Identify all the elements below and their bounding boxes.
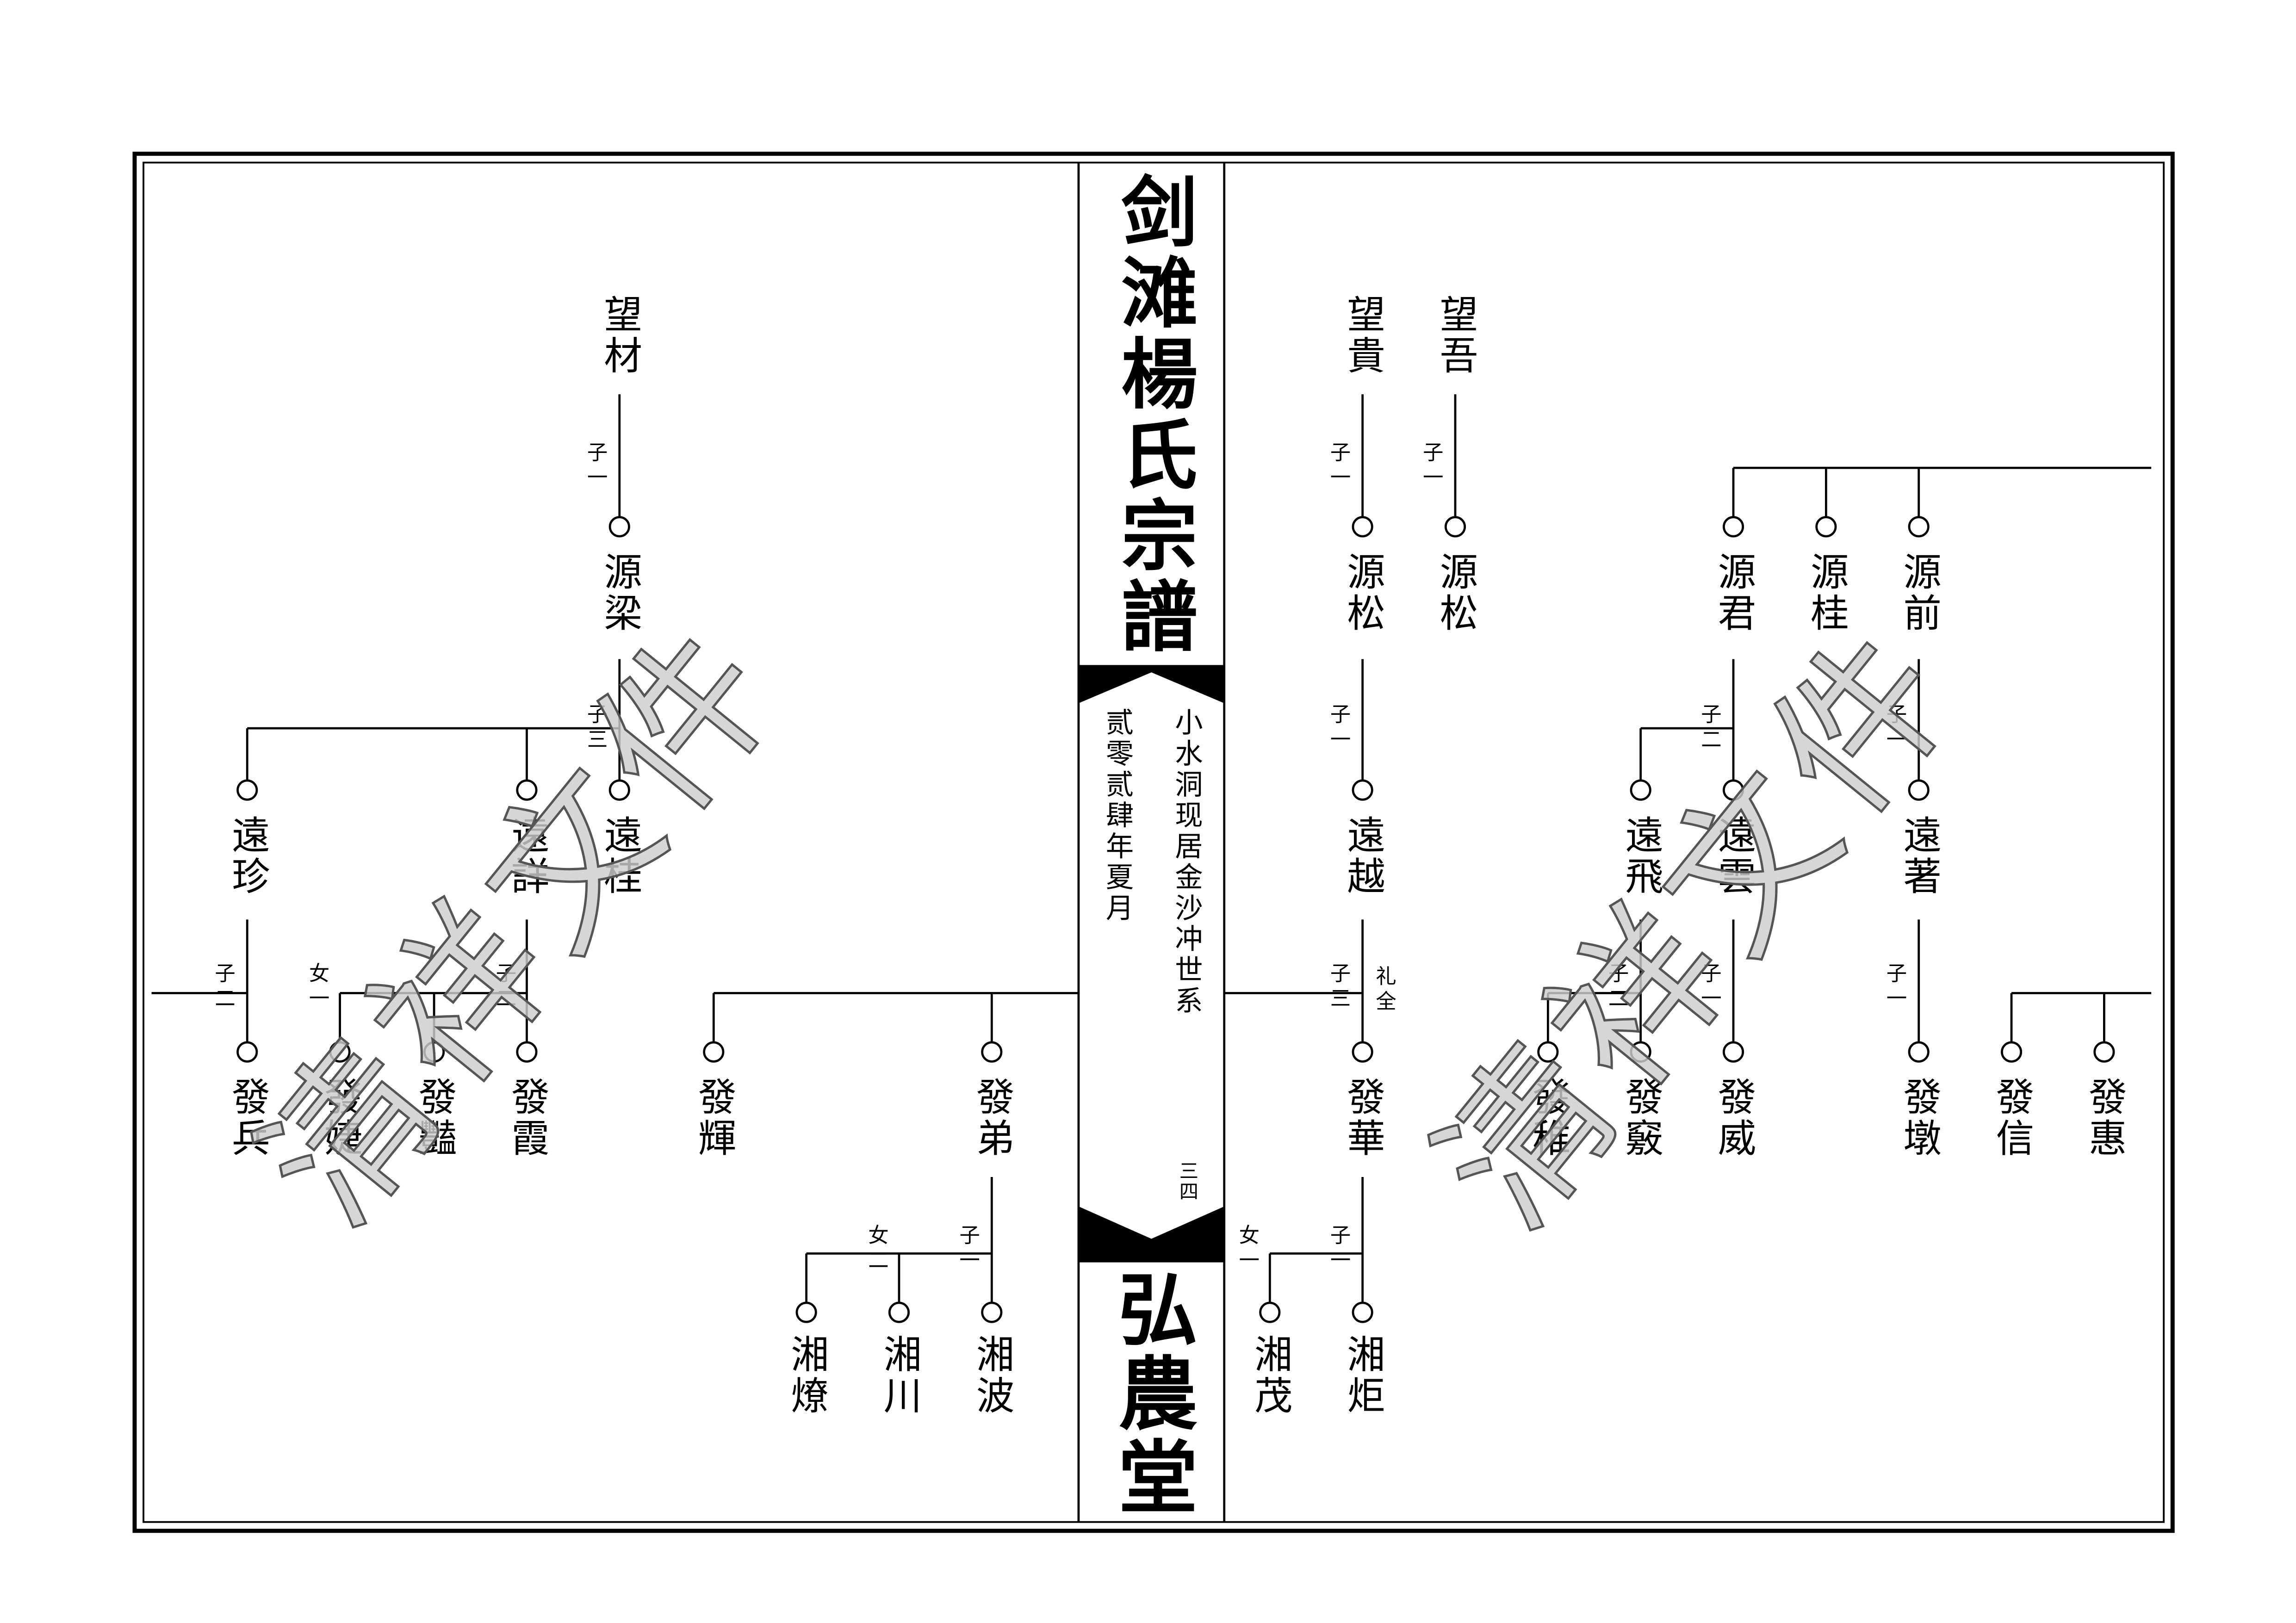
person-marker (1722, 1041, 1744, 1063)
person-marker (1444, 516, 1466, 538)
person-name: 望吾 (1433, 294, 1477, 377)
page-border-inner (143, 161, 2165, 1523)
person-name: 發霞 (504, 1077, 549, 1159)
person-marker (1908, 779, 1930, 801)
sons-count-label: 子一 (1883, 703, 1907, 754)
person-name: 望材 (597, 294, 642, 377)
person-marker (1630, 779, 1651, 801)
person-name: 遠飛 (1619, 815, 1663, 898)
person-marker (1630, 1041, 1651, 1063)
person-marker (1537, 1041, 1559, 1063)
person-name: 湘炬 (1340, 1334, 1385, 1417)
person-name: 發弟 (969, 1077, 1014, 1159)
person-marker (423, 1041, 445, 1063)
sons-count-label: 子二 (1698, 703, 1722, 754)
branch-line-text: 小水洞现居金沙冲世系 (1170, 707, 1203, 1017)
person-name: 發兵 (225, 1077, 269, 1159)
daughters-count-label: 女一 (1236, 1224, 1260, 1274)
person-marker (1908, 1041, 1930, 1063)
person-name: 望貴 (1340, 294, 1385, 377)
sons-count-label: 子三 (584, 703, 608, 754)
person-marker (329, 1041, 351, 1063)
fishtail-bottom-mark (1078, 1206, 1224, 1263)
person-name: 發惠 (2082, 1077, 2127, 1159)
person-name: 源松 (1433, 551, 1477, 634)
person-name: 遠珍 (225, 815, 269, 898)
page-number: 三四 (1175, 1161, 1197, 1202)
person-name: 源桂 (1804, 551, 1849, 634)
sons-count-label: 子一 (1883, 962, 1907, 1012)
page-border-outer (132, 151, 2175, 1533)
sons-count-label: 子一 (1698, 962, 1722, 1012)
person-name: 發豔 (412, 1077, 456, 1159)
sons-count-label: 子二 (211, 962, 236, 1012)
person-marker (703, 1041, 725, 1063)
person-name: 源前 (1897, 551, 1941, 634)
person-name: 源君 (1711, 551, 1756, 634)
person-marker (516, 779, 538, 801)
fishtail-top-mark (1078, 665, 1224, 704)
sons-count-label: 子一 (1327, 441, 1351, 492)
person-marker (981, 1301, 1003, 1323)
person-marker (795, 1301, 817, 1323)
person-name: 遠越 (1340, 815, 1385, 898)
person-name: 湘川 (877, 1334, 921, 1417)
daughters-count-label: 女一 (306, 962, 330, 1012)
person-marker (2001, 1041, 2023, 1063)
date-line-text: 贰零贰肆年夏月 (1101, 707, 1134, 924)
person-name: 發威 (1711, 1077, 1756, 1159)
person-marker (608, 779, 630, 801)
person-marker (1352, 1301, 1373, 1323)
genealogy-title: 剑滩楊氏宗譜 (1107, 172, 1197, 658)
person-name: 發華 (1340, 1077, 1385, 1159)
person-name: 發墩 (1897, 1077, 1941, 1159)
person-name: 遠著 (1897, 815, 1941, 898)
daughters-count-label: 女二 (865, 1224, 889, 1274)
person-marker (1352, 1041, 1373, 1063)
person-marker (1815, 516, 1837, 538)
person-marker (1722, 779, 1744, 801)
person-name: 發信 (1989, 1077, 2034, 1159)
sons-count-label: 子二 (493, 962, 517, 1012)
person-marker (1908, 516, 1930, 538)
person-marker (236, 1041, 258, 1063)
person-marker (2093, 1041, 2115, 1063)
person-marker (1259, 1301, 1281, 1323)
sons-count-label: 子一 (956, 1224, 980, 1274)
hall-name: 弘農堂 (1104, 1268, 1199, 1520)
person-marker (888, 1301, 910, 1323)
person-name: 湘燎 (784, 1334, 829, 1417)
person-name: 遠雲 (1711, 815, 1756, 898)
person-marker (608, 516, 630, 538)
person-name: 發婕 (317, 1077, 362, 1159)
sons-count-label: 子一 (1327, 1224, 1351, 1274)
person-name: 湘茂 (1247, 1334, 1292, 1417)
person-name: 源松 (1340, 551, 1385, 634)
person-name: 發輝 (691, 1077, 736, 1159)
sons-count-label: 子一 (584, 441, 608, 492)
person-marker (1352, 779, 1373, 801)
person-name: 湘波 (969, 1334, 1014, 1417)
person-name: 遠桂 (597, 815, 642, 898)
person-marker (236, 779, 258, 801)
person-name: 發稚 (1526, 1077, 1570, 1159)
person-marker (1722, 516, 1744, 538)
sons-count-label: 子三 (1327, 962, 1351, 1012)
sons-count-label: 子一 (1420, 441, 1444, 492)
person-marker (516, 1041, 538, 1063)
person-name: 發竅 (1619, 1077, 1663, 1159)
person-marker (981, 1041, 1003, 1063)
sons-count-label: 子一 (1327, 703, 1351, 754)
person-name: 源梁 (597, 551, 642, 634)
sons-count-label: 子二 (1605, 962, 1629, 1012)
note-label: 礼全 (1372, 965, 1396, 1016)
person-name: 遠詳 (504, 815, 549, 898)
person-marker (1352, 516, 1373, 538)
